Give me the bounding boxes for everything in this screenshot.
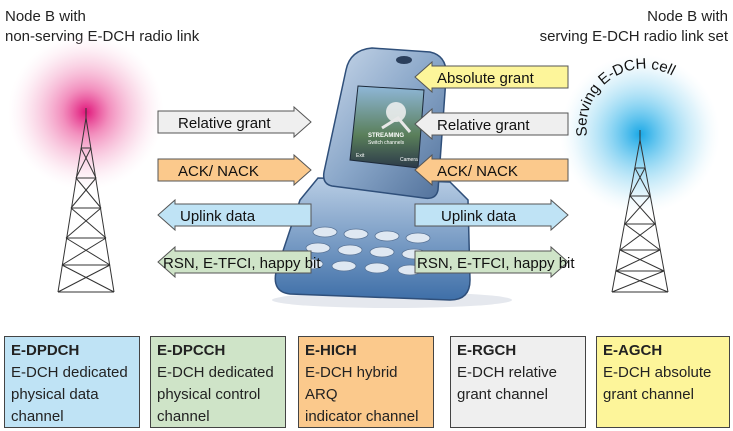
left-uplink-data-arrow: Uplink data	[157, 198, 312, 232]
left-rsn-arrow: RSN, E-TFCI, happy bit	[157, 245, 321, 279]
left-relative-grant-label: Relative grant	[178, 115, 271, 132]
right-uplink-data-arrow: Uplink data	[414, 198, 569, 232]
legend-box-e-dpcch: E-DPCCH E-DCH dedicated physical control…	[150, 336, 286, 428]
legend-box-e-agch: E-AGCH E-DCH absolute grant channel	[596, 336, 730, 428]
legend-desc-e-agch: E-DCH absolute grant channel	[603, 364, 712, 403]
right-relative-grant-arrow: Relative grant	[414, 107, 569, 141]
phone-keypad	[298, 226, 431, 276]
phone-softkey-left: Exit	[356, 153, 365, 159]
legend-box-e-hich: E-HICH E-DCH hybrid ARQ indicator channe…	[298, 336, 434, 428]
right-node-title: Node B with	[647, 8, 728, 25]
legend-desc-e-hich: E-DCH hybrid ARQ indicator channel	[305, 364, 419, 425]
phone-screen-caption: Switch channels	[368, 140, 405, 146]
left-uplink-data-label: Uplink data	[180, 208, 256, 225]
legend-desc-e-dpdch: E-DCH dedicated physical data channel	[11, 364, 128, 425]
right-node-label: Node B with serving E-DCH radio link set	[540, 7, 728, 47]
right-absolute-grant-arrow: Absolute grant	[414, 60, 569, 94]
right-node-subtitle: serving E-DCH radio link set	[539, 28, 728, 45]
legend-abbr-e-dpcch: E-DPCCH	[157, 342, 226, 359]
left-rsn-label: RSN, E-TFCI, happy bit	[163, 255, 321, 272]
right-relative-grant-label: Relative grant	[437, 117, 530, 134]
legend-abbr-e-rgch: E-RGCH	[457, 342, 517, 359]
left-ack-nack-label: ACK/ NACK	[178, 163, 259, 180]
legend-abbr-e-hich: E-HICH	[305, 342, 357, 359]
phone-screen-title: STREAMING	[368, 133, 404, 139]
legend-abbr-e-agch: E-AGCH	[603, 342, 663, 359]
right-uplink-data-label: Uplink data	[441, 208, 517, 225]
right-ack-nack-label: ACK/ NACK	[437, 163, 518, 180]
right-rsn-label: RSN, E-TFCI, happy bit	[417, 255, 575, 272]
right-absolute-grant-label: Absolute grant	[437, 70, 535, 87]
phone-base	[274, 177, 471, 301]
left-node-title: Node B with	[5, 8, 86, 25]
left-ack-nack-arrow: ACK/ NACK	[157, 153, 312, 187]
right-tower-icon	[611, 130, 669, 293]
legend-abbr-e-dpdch: E-DPDCH	[11, 342, 80, 359]
legend-desc-e-rgch: E-DCH relative grant channel	[457, 364, 558, 403]
legend-desc-e-dpcch: E-DCH dedicated physical control channel	[157, 364, 274, 425]
left-relative-grant-arrow: Relative grant	[157, 105, 312, 139]
phone-softkey-right: Camera	[400, 157, 418, 163]
right-ack-nack-arrow: ACK/ NACK	[414, 153, 569, 187]
legend-box-e-rgch: E-RGCH E-DCH relative grant channel	[450, 336, 586, 428]
left-tower-icon	[57, 108, 115, 293]
right-rsn-arrow: RSN, E-TFCI, happy bit	[414, 245, 575, 279]
legend-box-e-dpdch: E-DPDCH E-DCH dedicated physical data ch…	[4, 336, 140, 428]
